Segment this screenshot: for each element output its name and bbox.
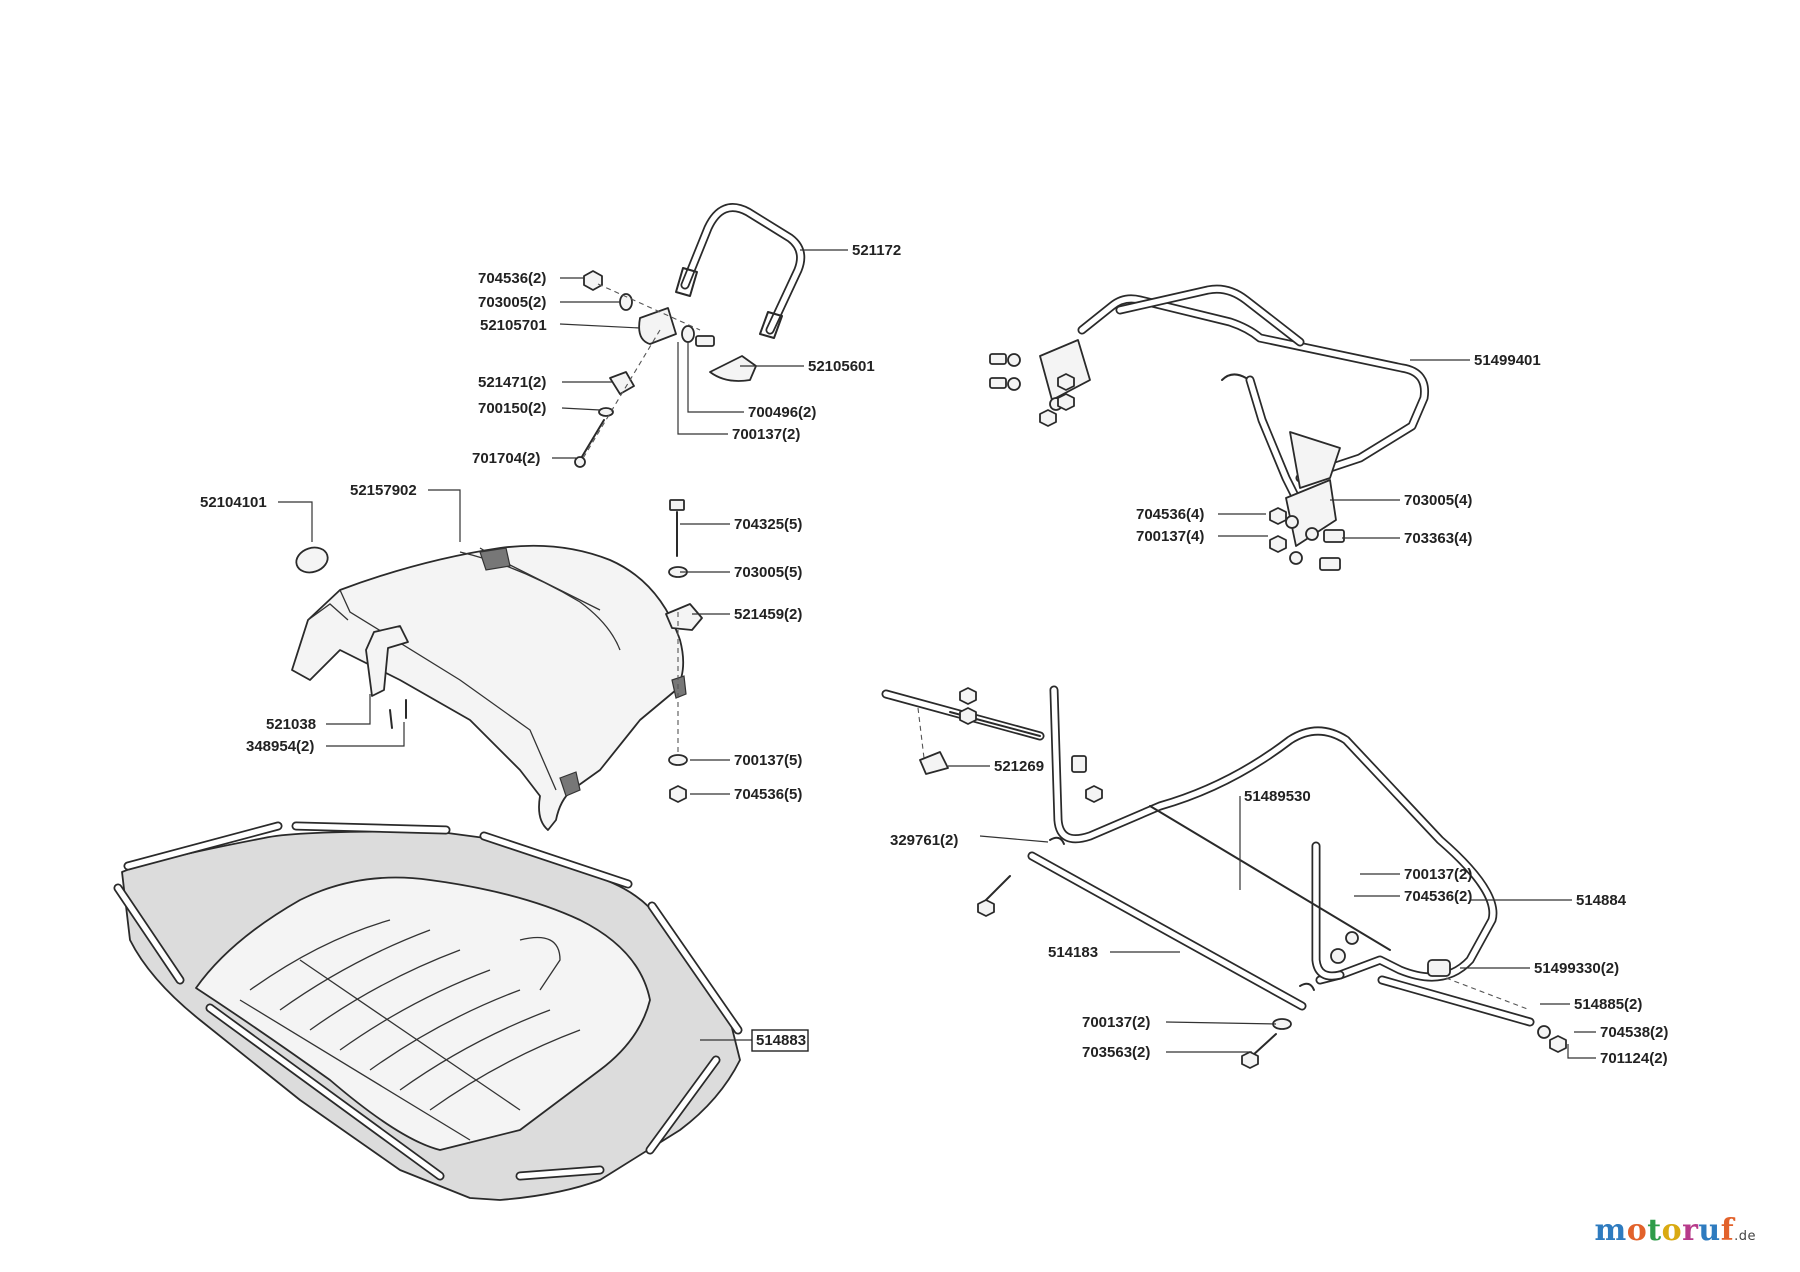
label-703005-5: 703005(5) — [734, 564, 802, 581]
label-703005-4: 703005(4) — [1404, 492, 1472, 509]
label-703363-4: 703363(4) — [1404, 530, 1472, 547]
label-521172: 521172 — [852, 242, 901, 259]
label-52105701: 52105701 — [480, 317, 547, 334]
label-703005-2: 703005(2) — [478, 294, 546, 311]
label-521459-2: 521459(2) — [734, 606, 802, 623]
label-700496-2: 700496(2) — [748, 404, 816, 421]
label-704325-5: 704325(5) — [734, 516, 802, 533]
label-521269: 521269 — [994, 758, 1044, 775]
logo-tld: .de — [1734, 1229, 1756, 1244]
label-52105601: 52105601 — [808, 358, 875, 375]
label-700137-2-mid: 700137(2) — [1404, 866, 1472, 883]
label-51499401: 51499401 — [1474, 352, 1541, 369]
bag-ribs — [239, 919, 581, 1141]
label-514885-2: 514885(2) — [1574, 996, 1642, 1013]
upper-frame-assembly — [989, 284, 1430, 571]
bag-frame-rods — [113, 821, 743, 1181]
clamp-521471-icon — [609, 371, 635, 395]
label-704536-4: 704536(4) — [1136, 506, 1204, 523]
logo-letter-2: o — [1626, 1213, 1648, 1248]
bolt-701704-icon — [579, 419, 605, 461]
label-700137-4: 700137(4) — [1136, 528, 1204, 545]
frame-514884 — [1049, 685, 1498, 985]
label-701124-2: 701124(2) — [1600, 1050, 1668, 1067]
left-fasteners — [989, 353, 1075, 427]
label-704536-2-top: 704536(2) — [478, 270, 546, 287]
bracket-521038 — [365, 625, 409, 697]
logo-letter-7: f — [1720, 1213, 1735, 1248]
logo-letter-3: t — [1647, 1213, 1662, 1248]
lower-frame-assembly — [881, 685, 1567, 1069]
label-704536-2-mid: 704536(2) — [1404, 888, 1472, 905]
label-704538-2: 704538(2) — [1600, 1024, 1668, 1041]
label-703563-2: 703563(2) — [1082, 1044, 1150, 1061]
label-514883-box — [751, 1029, 809, 1052]
right-fasteners — [1269, 507, 1345, 571]
handle-plate-52105701 — [638, 307, 677, 345]
leader-lines — [278, 249, 1596, 1059]
label-521038: 521038 — [266, 716, 316, 733]
handle-assembly — [574, 203, 806, 468]
label-329761-2: 329761(2) — [890, 832, 958, 849]
label-521471-2: 521471(2) — [478, 374, 546, 391]
label-51499330-2: 51499330(2) — [1534, 960, 1619, 977]
label-514884: 514884 — [1576, 892, 1627, 909]
crossbar-51489530 — [1149, 805, 1391, 951]
logo-letter-6: u — [1698, 1213, 1721, 1248]
logo-letter-1: m — [1594, 1213, 1627, 1248]
logo-letter-4: o — [1661, 1213, 1683, 1248]
label-52104101: 52104101 — [200, 494, 267, 511]
label-514183: 514183 — [1048, 944, 1098, 961]
label-514883: 514883 — [756, 1032, 806, 1049]
label-700150-2: 700150(2) — [478, 400, 546, 417]
bushing-51499330 — [1427, 959, 1451, 977]
handle-plate-52105601 — [709, 355, 757, 382]
nut-top-icon — [583, 270, 603, 291]
label-700137-5: 700137(5) — [734, 752, 802, 769]
label-700137-2-top: 700137(2) — [732, 426, 800, 443]
label-52157902: 52157902 — [350, 482, 417, 499]
label-704536-5: 704536(5) — [734, 786, 802, 803]
handle-bar-521172 — [680, 203, 806, 335]
hood-assembly — [291, 499, 703, 831]
part-labels: 521172 704536(2) 703005(2) 52105701 5210… — [200, 242, 1668, 1067]
label-701704-2: 701704(2) — [472, 450, 540, 467]
label-348954-2: 348954(2) — [246, 738, 314, 755]
emblem-52104101 — [295, 546, 329, 574]
logo-letter-5: r — [1682, 1213, 1699, 1248]
motoruf-watermark-logo: motoruf.de — [1594, 1213, 1756, 1248]
label-51489530: 51489530 — [1244, 788, 1311, 805]
catcher-bag-514883 — [113, 821, 743, 1201]
label-700137-2-bot: 700137(2) — [1082, 1014, 1150, 1031]
hood-52157902 — [291, 544, 685, 831]
